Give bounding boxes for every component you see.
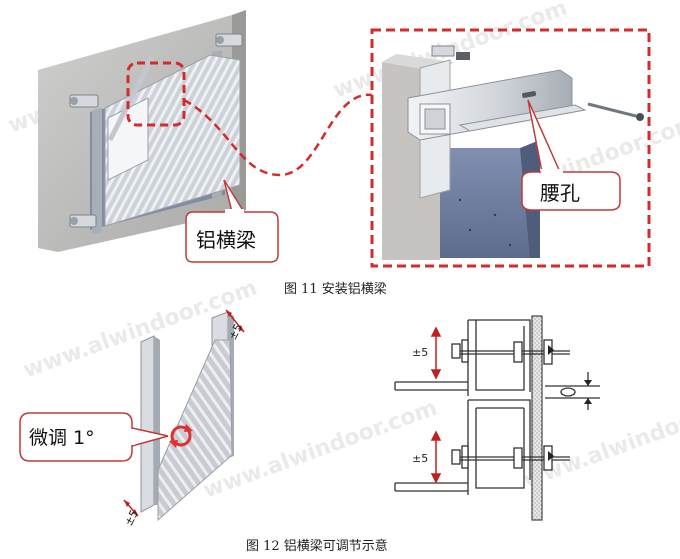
figure12-caption: 图 12 铝横梁可调节示意: [246, 539, 388, 554]
fig11-wall-panel-assembly: [38, 10, 246, 252]
tolerance-label: ±5: [412, 346, 429, 359]
fig11-leader-curve: [183, 93, 373, 177]
label-fine-adjust: 微调 1°: [29, 427, 95, 449]
fig12-section-drawing: [394, 315, 600, 521]
label-aluminum-beam: 铝横梁: [196, 228, 256, 252]
figure11-caption: 图 11 安装铝横梁: [284, 282, 387, 297]
fig11-detail-view: [382, 45, 644, 260]
fig12-tolerance-arrows: [430, 326, 442, 484]
fig11-detail-frame: [370, 28, 651, 268]
fig12-adjust-view: [123, 309, 245, 522]
tolerance-label: ±5: [412, 452, 429, 465]
fig11-detail-marker: [126, 61, 186, 127]
label-slot-hole: 腰孔: [540, 181, 580, 205]
